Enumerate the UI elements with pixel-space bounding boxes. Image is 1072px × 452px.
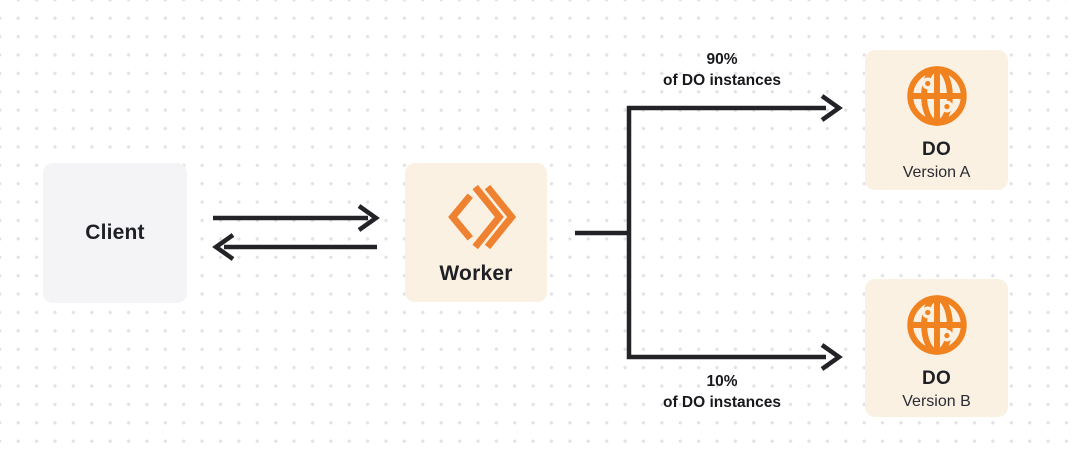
- do-version-b-node: DO Version B: [865, 279, 1008, 417]
- do-b-subtitle: Version B: [902, 393, 971, 410]
- client-node-label: Client: [85, 221, 145, 244]
- split-bracket-line: [626, 105, 826, 360]
- do-b-title: DO: [921, 368, 952, 389]
- do-a-title: DO: [921, 139, 952, 160]
- worker-node: Worker: [405, 163, 547, 302]
- client-node: Client: [43, 163, 187, 303]
- do-version-a-node: DO Version A: [865, 50, 1008, 190]
- arrow-right-head-top-icon: [820, 94, 843, 122]
- split-bottom-caption: of DO instances: [663, 394, 781, 411]
- arrow-right-head-bottom-icon: [820, 343, 843, 371]
- cloudflare-workers-icon: [435, 176, 517, 258]
- arrow-right-head-icon: [357, 204, 380, 232]
- split-bottom-percentage: 10%: [706, 373, 738, 390]
- split-top-percentage: 90%: [706, 51, 738, 68]
- durable-object-globe-icon: [904, 63, 970, 129]
- arrow-left-head-icon: [212, 233, 235, 261]
- split-bottom-label: 10% of DO instances: [637, 371, 807, 413]
- worker-node-label: Worker: [439, 262, 513, 285]
- split-top-label: 90% of DO instances: [637, 49, 807, 91]
- split-top-caption: of DO instances: [663, 72, 781, 89]
- do-a-subtitle: Version A: [902, 164, 971, 181]
- durable-object-globe-icon: [904, 292, 970, 358]
